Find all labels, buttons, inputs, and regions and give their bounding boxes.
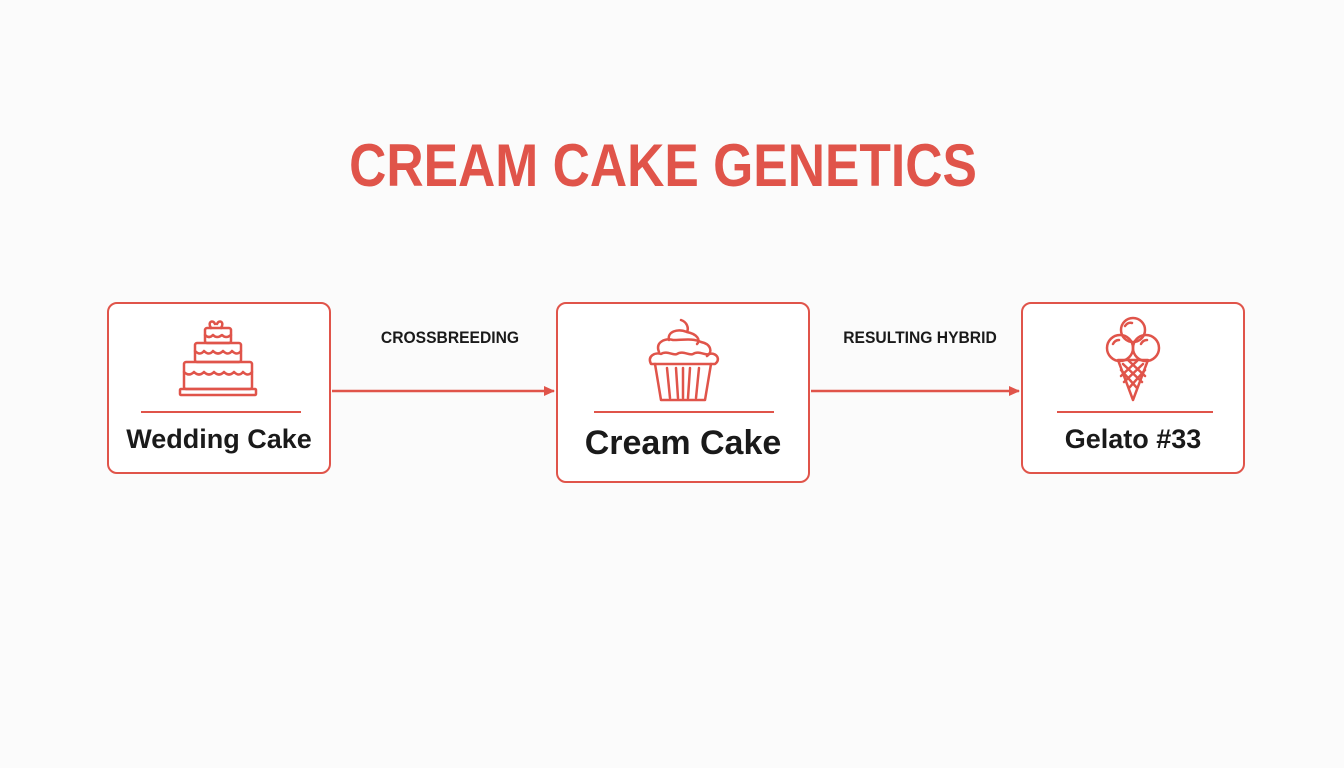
node-divider (594, 411, 774, 413)
cupcake-icon (558, 316, 808, 406)
node-cream-cake: Cream Cake (556, 302, 810, 483)
node-wedding-cake: Wedding Cake (107, 302, 331, 474)
edge-label-crossbreeding: CROSSBREEDING (380, 328, 520, 347)
edge-label-resulting-hybrid: RESULTING HYBRID (843, 328, 997, 347)
node-label: Wedding Cake (126, 424, 312, 454)
node-divider (1057, 411, 1213, 413)
node-divider (141, 411, 301, 413)
node-label: Cream Cake (584, 424, 782, 462)
ice-cream-cone-icon (1023, 314, 1243, 404)
tiered-wedding-cake-icon (109, 318, 329, 404)
node-label: Gelato #33 (1064, 424, 1202, 454)
node-gelato-33: Gelato #33 (1021, 302, 1245, 474)
diagram-title: CREAM CAKE GENETICS (349, 132, 977, 199)
